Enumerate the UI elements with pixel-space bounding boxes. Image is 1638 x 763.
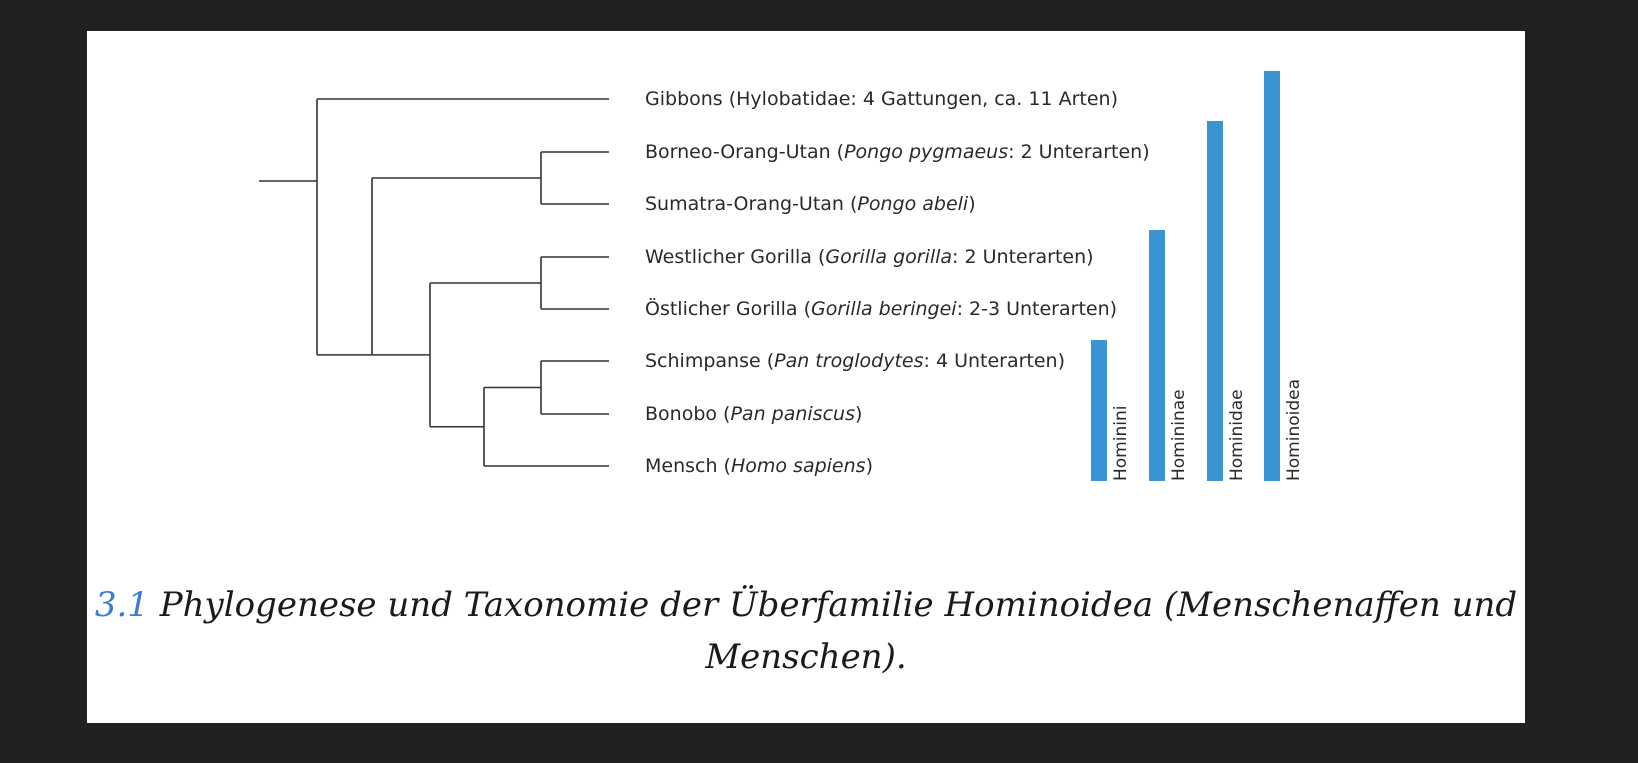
label-text: ) bbox=[854, 403, 863, 425]
leaf-label: Bonobo (Pan paniscus) bbox=[645, 402, 862, 426]
taxon-label-homininae: Homininae bbox=[1169, 389, 1189, 481]
leaf-label: Sumatra-Orang-Utan (Pongo abeli) bbox=[645, 192, 976, 216]
leaf-label: Östlicher Gorilla (Gorilla beringei: 2-3… bbox=[645, 297, 1117, 321]
label-text: Schimpanse ( bbox=[645, 350, 775, 372]
label-text: ) bbox=[865, 455, 873, 477]
label-text: Gibbons (Hylobatidae: 4 Gattungen, ca. 1… bbox=[645, 88, 1118, 110]
caption-text: Phylogenese und Taxonomie der Überfamili… bbox=[159, 585, 1518, 625]
label-text: Westlicher Gorilla ( bbox=[645, 246, 826, 268]
caption-number: 3.1 bbox=[94, 585, 149, 625]
taxon-bar-hominidae bbox=[1207, 121, 1223, 481]
species-name: Pongo abeli bbox=[857, 193, 969, 215]
label-text: Östlicher Gorilla ( bbox=[645, 298, 811, 320]
caption-text-line2: Menschen). bbox=[705, 637, 907, 677]
phylogenetic-tree bbox=[259, 98, 609, 467]
taxon-bar-homininae bbox=[1149, 230, 1165, 481]
leaf-label: Mensch (Homo sapiens) bbox=[645, 454, 873, 478]
leaf-label: Schimpanse (Pan troglodytes: 4 Unterarte… bbox=[645, 349, 1065, 373]
label-text: Borneo-Orang-Utan ( bbox=[645, 141, 845, 163]
species-name: Gorilla beringei bbox=[810, 298, 957, 320]
leaf-label: Westlicher Gorilla (Gorilla gorilla: 2 U… bbox=[645, 245, 1094, 269]
label-text: Mensch ( bbox=[645, 455, 731, 477]
label-text: Bonobo ( bbox=[645, 403, 731, 425]
species-name: Pongo pygmaeus bbox=[844, 141, 1009, 163]
taxon-label-hominini: Hominini bbox=[1111, 405, 1131, 481]
label-text: : 2-3 Unterarten) bbox=[956, 298, 1118, 320]
species-name: Homo sapiens bbox=[730, 455, 866, 477]
label-text: : 4 Unterarten) bbox=[923, 350, 1066, 372]
leaf-label: Gibbons (Hylobatidae: 4 Gattungen, ca. 1… bbox=[645, 87, 1118, 111]
taxon-label-hominidae: Hominidae bbox=[1227, 389, 1247, 481]
label-text: ) bbox=[968, 193, 976, 215]
label-text: : 2 Unterarten) bbox=[1008, 141, 1150, 163]
leaf-label: Borneo-Orang-Utan (Pongo pygmaeus: 2 Unt… bbox=[645, 140, 1150, 164]
label-text: Sumatra-Orang-Utan ( bbox=[645, 193, 858, 215]
taxon-bar-hominoidea bbox=[1264, 71, 1280, 481]
species-name: Gorilla gorilla bbox=[825, 246, 953, 268]
figure-panel: Gibbons (Hylobatidae: 4 Gattungen, ca. 1… bbox=[87, 31, 1525, 723]
taxon-bar-hominini bbox=[1091, 340, 1107, 481]
figure-caption: 3.1 Phylogenese und Taxonomie der Überfa… bbox=[87, 579, 1525, 683]
label-text: : 2 Unterarten) bbox=[952, 246, 1094, 268]
species-name: Pan troglodytes bbox=[774, 350, 924, 372]
taxon-label-hominoidea: Hominoidea bbox=[1284, 378, 1304, 481]
species-name: Pan paniscus bbox=[730, 403, 855, 425]
